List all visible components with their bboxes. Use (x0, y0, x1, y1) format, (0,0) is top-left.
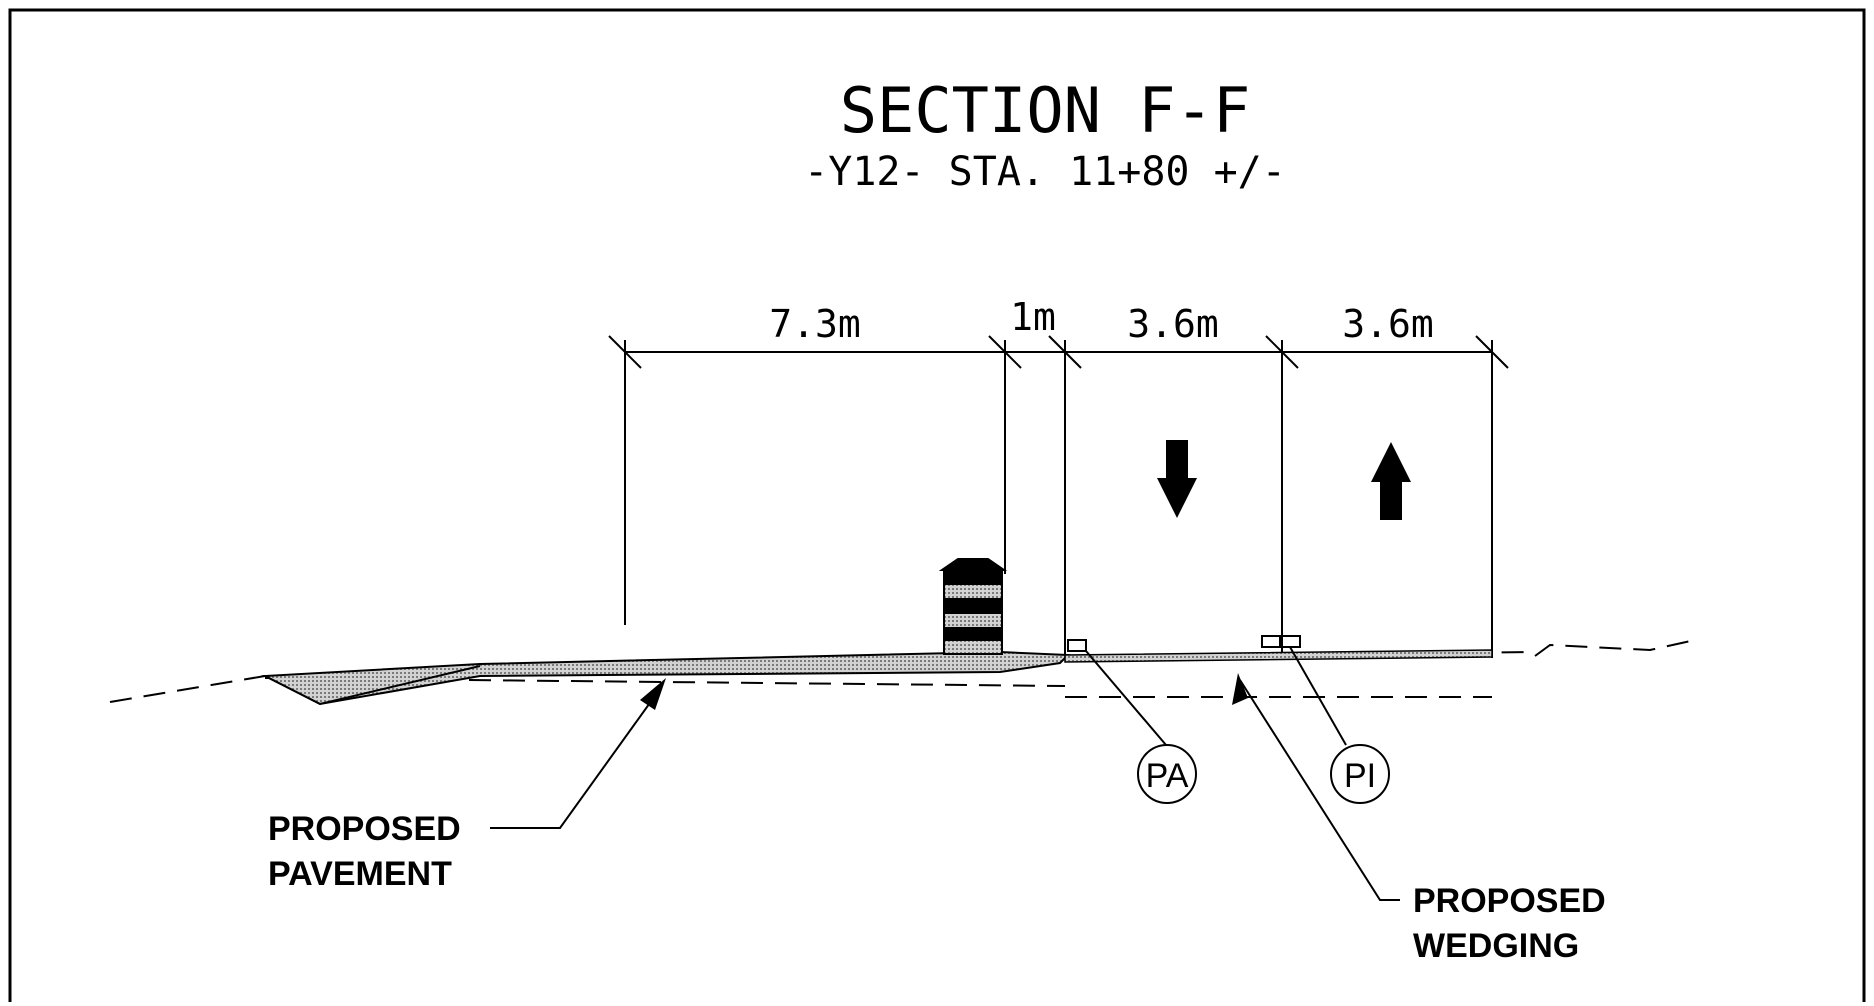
section-subtitle: -Y12- STA. 11+80 +/- (804, 149, 1286, 195)
note-wedging-line1: PROPOSED (1413, 882, 1606, 920)
note-pavement-line2: PAVEMENT (268, 855, 452, 893)
sheet-border (8, 8, 1866, 1006)
section-title: SECTION F-F (840, 74, 1251, 147)
marking-pi-block-a (1261, 635, 1281, 648)
proposed-wedging-area (1064, 649, 1493, 663)
barrier-drum-icon (938, 558, 1008, 655)
dimension-label-3-6m-a: 3.6m (1127, 302, 1219, 346)
arrowhead-pavement-icon (640, 678, 666, 710)
dimension-label-7-3m: 7.3m (769, 302, 861, 346)
proposed-pavement-area (261, 650, 1071, 706)
dimension-label-3-6m-b: 3.6m (1342, 302, 1434, 346)
note-wedging-line2: WEDGING (1413, 927, 1579, 965)
note-pavement-line1: PROPOSED (268, 810, 461, 848)
callout-pi-label: PI (1344, 757, 1376, 795)
dimension-label-1m: 1m (1010, 295, 1056, 339)
dimension-string (608, 335, 1509, 658)
callout-pa-label: PA (1146, 757, 1189, 795)
arrowhead-wedging-icon (1232, 673, 1248, 705)
arrow-up-icon (1371, 442, 1411, 520)
callout-pa (1137, 744, 1197, 804)
marking-pa-block (1067, 639, 1087, 652)
marking-pi-block-b (1281, 635, 1301, 648)
callout-pi (1330, 744, 1390, 804)
arrow-down-icon (1157, 440, 1197, 518)
ditch-line (264, 665, 481, 706)
leader-lines (490, 646, 1400, 901)
